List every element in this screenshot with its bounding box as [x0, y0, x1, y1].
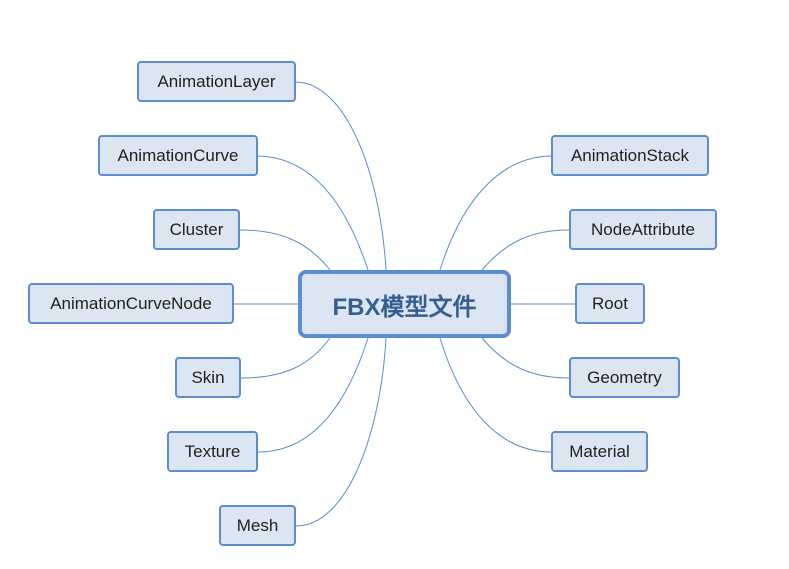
topic-node-attribute[interactable]: NodeAttribute: [569, 209, 717, 250]
topic-animation-curve[interactable]: AnimationCurve: [98, 135, 258, 176]
topic-animation-stack[interactable]: AnimationStack: [551, 135, 709, 176]
connector-animation-curve: [257, 155, 369, 271]
topic-material[interactable]: Material: [551, 431, 648, 472]
connector-animation-stack: [439, 155, 552, 271]
connector-node-attribute: [481, 229, 570, 271]
topic-animation-curve-node[interactable]: AnimationCurveNode: [28, 283, 234, 324]
topic-mesh[interactable]: Mesh: [219, 505, 296, 546]
connector-texture: [257, 337, 369, 453]
topic-animation-layer[interactable]: AnimationLayer: [137, 61, 296, 102]
topic-skin[interactable]: Skin: [175, 357, 241, 398]
topic-texture[interactable]: Texture: [167, 431, 258, 472]
connector-animation-layer: [295, 81, 387, 271]
topic-cluster[interactable]: Cluster: [153, 209, 240, 250]
connector-skin: [240, 337, 331, 379]
topic-root[interactable]: Root: [575, 283, 645, 324]
central-topic[interactable]: FBX模型文件: [298, 270, 511, 338]
connector-geometry: [481, 337, 570, 379]
connector-mesh: [295, 337, 387, 527]
topic-geometry[interactable]: Geometry: [569, 357, 680, 398]
connector-cluster: [239, 229, 331, 271]
connector-material: [439, 337, 552, 453]
